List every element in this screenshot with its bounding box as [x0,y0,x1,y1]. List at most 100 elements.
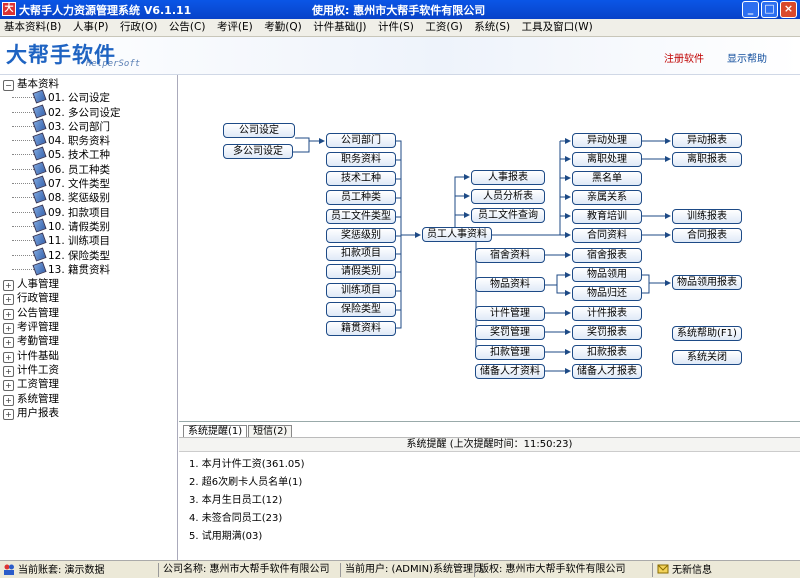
notice-item[interactable]: 1. 本月计件工资(361.05) [189,459,305,470]
tree-item[interactable]: 10. 请假类别 [0,218,177,234]
flow-resignation-report[interactable]: 离职报表 [672,152,742,167]
notice-item[interactable]: 5. 试用期满(03) [189,531,263,542]
expand-icon[interactable]: + [3,280,14,292]
flow-deduct-report[interactable]: 扣款报表 [572,345,642,360]
flow-goods-receive[interactable]: 物品领用 [572,267,642,282]
menu-evaluation[interactable]: 考评(E) [216,21,253,33]
close-button[interactable]: × [780,1,797,18]
expand-icon[interactable]: + [3,380,14,392]
notice-item[interactable]: 3. 本月生日员工(12) [189,495,283,506]
flow-reserve[interactable]: 储备人才资料 [475,364,545,379]
notice-item[interactable]: 4. 未签合同员工(23) [189,513,283,524]
flow-transfer-report[interactable]: 异动报表 [672,133,742,148]
tree-item[interactable]: 11. 训练项目 [0,232,177,248]
tree-root-notice[interactable]: +公告管理 [0,306,177,320]
flow-native-place[interactable]: 籍贯资料 [326,321,396,336]
flow-training-item[interactable]: 训练项目 [326,283,396,298]
tree-item[interactable]: 07. 文件类型 [0,175,177,191]
flow-reward[interactable]: 奖罚管理 [475,325,545,340]
menu-admin[interactable]: 行政(O) [119,21,158,33]
flow-position[interactable]: 职务资料 [326,152,396,167]
flow-training-report[interactable]: 训练报表 [672,209,742,224]
tree-root-admin[interactable]: +行政管理 [0,291,177,306]
tab-sms[interactable]: 短信(2) [248,425,293,438]
flow-department[interactable]: 公司部门 [326,133,396,148]
flow-employee-data[interactable]: 员工人事资料 [422,227,492,242]
tree-root-attendance[interactable]: +考勤管理 [0,334,177,349]
tree-root-system[interactable]: +系统管理 [0,392,177,406]
tab-system-reminder[interactable]: 系统提醒(1) [183,425,248,438]
flow-reward-report[interactable]: 奖罚报表 [572,325,642,340]
tree-root-personnel[interactable]: +人事管理 [0,277,177,292]
flow-file-type[interactable]: 员工文件类型 [326,209,396,224]
tree-item[interactable]: 13. 籍贯资料 [0,261,177,277]
flow-deduction-item[interactable]: 扣款项目 [326,246,396,261]
flow-multi-company[interactable]: 多公司设定 [223,144,293,159]
flow-contract[interactable]: 合同资料 [572,228,642,243]
flow-dorm-report[interactable]: 宿舍报表 [572,248,642,263]
flow-file-query[interactable]: 员工文件查询 [471,208,545,223]
flow-goods-report[interactable]: 物品领用报表 [672,275,742,290]
flow-insurance-type[interactable]: 保险类型 [326,302,396,317]
flow-dorm[interactable]: 宿舍资料 [475,248,545,263]
expand-icon[interactable]: + [3,351,14,363]
help-link[interactable]: 显示帮助 [727,54,767,65]
tree-item[interactable]: 02. 多公司设定 [0,104,177,120]
menu-salary[interactable]: 工资(G) [425,21,463,33]
flow-staff-analysis[interactable]: 人员分析表 [471,189,545,204]
flow-transfer[interactable]: 异动处理 [572,133,642,148]
maximize-button[interactable]: □ [761,1,778,18]
flow-goods[interactable]: 物品资料 [475,277,545,292]
menu-tools-window[interactable]: 工具及窗口(W) [521,21,593,33]
tree-root-evaluation[interactable]: +考评管理 [0,320,177,335]
flow-education[interactable]: 教育培训 [572,209,642,224]
menu-basic[interactable]: 基本资料(B) [4,21,62,33]
tree-root-salary[interactable]: +工资管理 [0,377,177,392]
flow-contract-report[interactable]: 合同报表 [672,228,742,243]
menu-personnel[interactable]: 人事(P) [72,21,109,33]
flow-personnel-report[interactable]: 人事报表 [471,170,545,185]
flow-employee-type[interactable]: 员工种类 [326,190,396,205]
flow-relatives[interactable]: 亲属关系 [572,190,642,205]
tree-item[interactable]: 12. 保险类型 [0,247,177,263]
expand-icon[interactable]: + [3,408,14,420]
menu-notice[interactable]: 公告(C) [168,21,206,33]
minimize-button[interactable]: _ [742,1,759,18]
tree-item[interactable]: 08. 奖惩级别 [0,189,177,205]
flow-blacklist[interactable]: 黑名单 [572,171,642,186]
menu-attendance[interactable]: 考勤(Q) [264,21,302,33]
collapse-icon[interactable]: − [3,80,14,91]
flow-company-setup[interactable]: 公司设定 [223,123,295,138]
tree-item[interactable]: 09. 扣款项目 [0,204,177,220]
expand-icon[interactable]: + [3,294,14,306]
expand-icon[interactable]: + [3,365,14,377]
tree-item[interactable]: 05. 技术工种 [0,146,177,162]
tree-item[interactable]: 04. 职务资料 [0,132,177,148]
tree-item[interactable]: 01. 公司设定 [0,89,177,105]
expand-icon[interactable]: + [3,337,14,349]
tree-item[interactable]: 03. 公司部门 [0,118,177,134]
tree-root-piecework[interactable]: +计件工资 [0,363,177,377]
expand-icon[interactable]: + [3,394,14,406]
flow-reward-level[interactable]: 奖惩级别 [326,228,396,243]
notice-item[interactable]: 2. 超6次刷卡人员名单(1) [189,477,303,488]
menu-system[interactable]: 系统(S) [474,21,511,33]
flow-reserve-report[interactable]: 储备人才报表 [572,364,642,379]
flow-piecework[interactable]: 计件管理 [475,306,545,321]
flow-resignation[interactable]: 离职处理 [572,152,642,167]
menu-piecework-base[interactable]: 计件基础(J) [313,21,367,33]
flow-leave-type[interactable]: 请假类别 [326,264,396,279]
menu-piecework[interactable]: 计件(S) [378,21,414,33]
flow-system-help[interactable]: 系统帮助(F1) [672,326,742,341]
flow-piecework-report[interactable]: 计件报表 [572,306,642,321]
tree-root-piecework-base[interactable]: +计件基础 [0,349,177,363]
status-message[interactable]: 无新信息 [657,563,712,577]
tree-root-basic[interactable]: −基本资料 [0,77,177,91]
flow-system-exit[interactable]: 系统关闭 [672,350,742,365]
tree-root-reports[interactable]: +用户报表 [0,406,177,420]
flow-skill-type[interactable]: 技术工种 [326,171,396,186]
flow-goods-return[interactable]: 物品归还 [572,286,642,301]
expand-icon[interactable]: + [3,323,14,335]
tree-item[interactable]: 06. 员工种类 [0,161,177,177]
expand-icon[interactable]: + [3,308,14,320]
